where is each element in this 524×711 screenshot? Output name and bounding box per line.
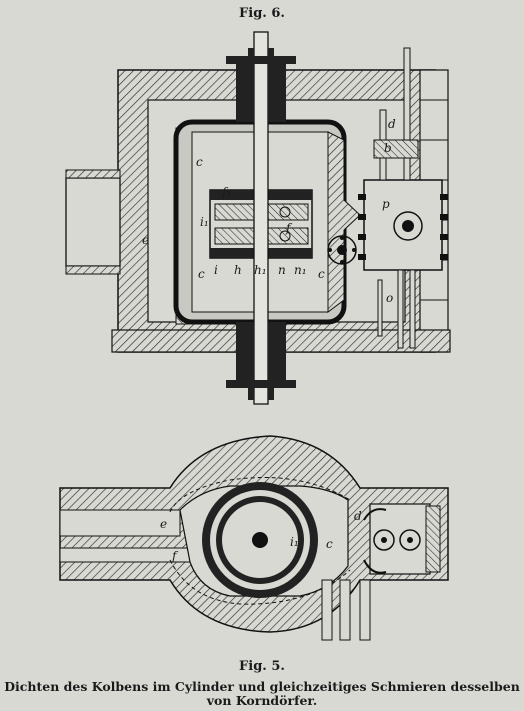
fig5-valve-assembly (363, 503, 441, 575)
label-n: n (278, 263, 286, 277)
figure-6-title: Fig. 6. (239, 6, 285, 21)
label-c-top: c (196, 155, 203, 169)
label-f: f (285, 221, 293, 235)
label-f1: f₁ (221, 185, 231, 199)
label-o: o (386, 291, 393, 305)
label-c-left: c (198, 267, 205, 281)
label-f-fig5: f (171, 549, 179, 563)
fig6-piston-rod (253, 31, 269, 405)
label-i: i (214, 263, 218, 277)
label-d: d (388, 117, 396, 131)
figure-5-title: Fig. 5. (239, 659, 285, 674)
fig5-drawing: e f d c i₁ (59, 435, 449, 641)
fig6-lubricator-box (327, 47, 448, 349)
label-n1: n₁ (294, 263, 307, 277)
label-c-right: c (318, 267, 325, 281)
fig6-labels: e c c c f₁ i₁ i h h₁ n n₁ f d b p o (142, 117, 396, 305)
fig6-top-stuffing-box (226, 48, 296, 122)
label-d-fig5: d (354, 509, 362, 523)
fig6-bottom-stuffing-box (226, 322, 296, 400)
caption-line-1: Dichten des Kolbens im Cylinder und glei… (4, 679, 520, 694)
caption-line-2: von Korndörfer. (206, 693, 318, 708)
fig5-cylinder (202, 482, 318, 598)
label-h1: h₁ (254, 263, 267, 277)
label-h: h (234, 263, 242, 277)
label-b: b (384, 141, 392, 155)
label-c-fig5: c (326, 537, 333, 551)
fig6-drawing: e c c c f₁ i₁ i h h₁ n n₁ f d b p o (65, 31, 451, 405)
fig5-labels: e f d c i₁ (160, 509, 362, 563)
label-i1: i₁ (200, 215, 209, 229)
label-e-fig5: e (160, 517, 167, 531)
fig5-inlet-channel (59, 509, 181, 537)
label-p: p (382, 197, 390, 211)
fig5-pipes (321, 579, 371, 641)
label-e: e (142, 233, 149, 247)
label-i1-fig5: i₁ (290, 535, 299, 549)
